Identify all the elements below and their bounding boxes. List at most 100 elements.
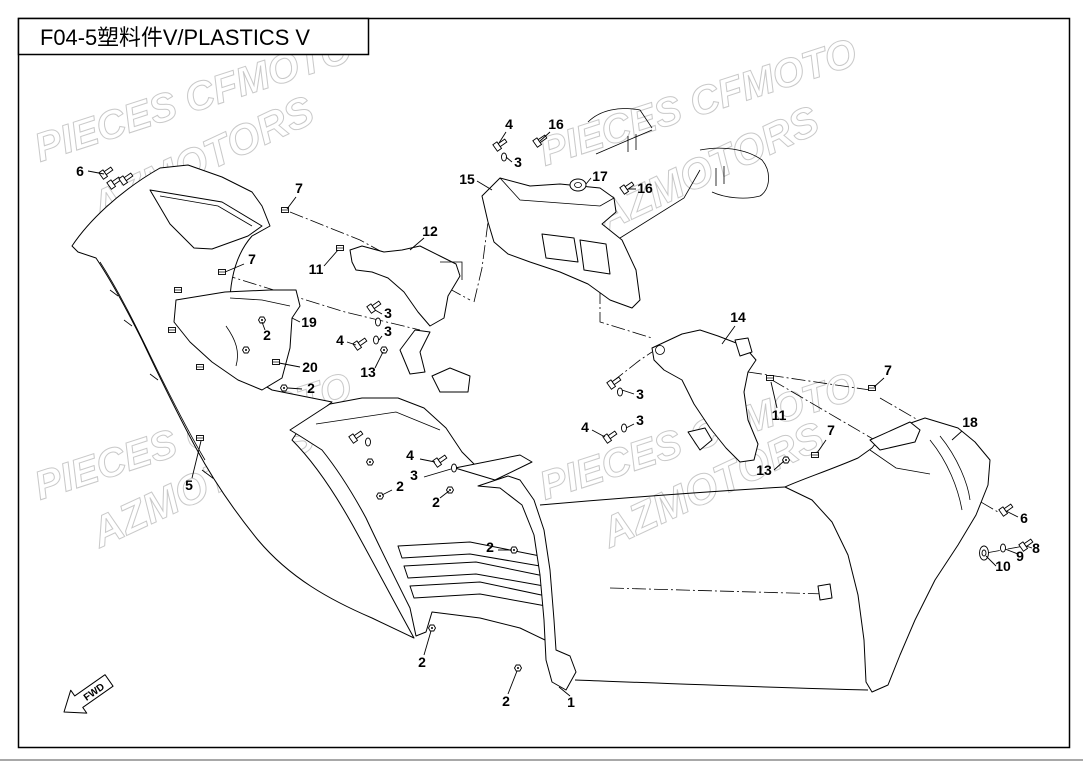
frame-boss bbox=[715, 166, 725, 186]
trim-mount-bracket bbox=[454, 454, 533, 481]
callout-label: 3 bbox=[514, 154, 522, 170]
leader-line bbox=[381, 489, 393, 496]
callout-label: 6 bbox=[76, 163, 84, 179]
fender-vent-edge bbox=[929, 439, 963, 511]
part-front-trim-strip bbox=[454, 454, 577, 691]
callout-label: 7 bbox=[295, 180, 303, 196]
front-trim-strip bbox=[477, 475, 577, 691]
leader-layer bbox=[87, 131, 1033, 697]
callout-label: 2 bbox=[307, 380, 315, 396]
bolt-icon bbox=[118, 172, 134, 186]
part-bracket-12 bbox=[349, 245, 471, 393]
callout-label: 7 bbox=[827, 422, 835, 438]
page-title: F04-5塑料件V/PLASTICS V bbox=[40, 25, 310, 50]
washer-icon bbox=[451, 463, 457, 473]
clip-icon bbox=[766, 375, 774, 381]
callout-label: 2 bbox=[263, 327, 271, 343]
assembly-line bbox=[611, 351, 653, 383]
frame-tube bbox=[587, 108, 653, 129]
callout-label: 3 bbox=[384, 323, 392, 339]
arrow-icon bbox=[63, 674, 114, 714]
clip-icon bbox=[174, 287, 182, 293]
bracket-stay bbox=[399, 329, 431, 375]
washer-icon bbox=[1000, 543, 1006, 553]
callout-label: 9 bbox=[1016, 548, 1024, 564]
bolt-icon bbox=[98, 166, 114, 180]
callout-label: 10 bbox=[995, 558, 1011, 574]
leader-line bbox=[721, 325, 736, 345]
leader-line bbox=[378, 335, 383, 341]
callout-label: 5 bbox=[185, 477, 193, 493]
nut-icon bbox=[365, 458, 375, 466]
left-panel-vent bbox=[149, 189, 263, 250]
callout-label: 2 bbox=[502, 693, 510, 709]
callout-label: 8 bbox=[1032, 540, 1040, 556]
callout-label: 4 bbox=[406, 447, 414, 463]
frame-tube bbox=[699, 147, 769, 199]
nut-icon bbox=[427, 624, 437, 632]
fender-vent-edge bbox=[939, 435, 971, 501]
leader-line bbox=[498, 131, 507, 144]
frame-tube bbox=[595, 129, 653, 155]
callout-label: 3 bbox=[636, 412, 644, 428]
bracket-tab bbox=[440, 261, 463, 280]
callout-label: 6 bbox=[1020, 510, 1028, 526]
part-front-lower-panel bbox=[289, 397, 554, 651]
bolt-icon bbox=[606, 376, 622, 390]
fender-crease bbox=[869, 449, 931, 475]
nut-icon bbox=[257, 316, 267, 324]
clip-icon bbox=[272, 359, 280, 365]
callout-label: 11 bbox=[309, 261, 324, 277]
bolt-icon bbox=[619, 181, 635, 195]
assembly-line bbox=[609, 587, 827, 595]
callout-label: 2 bbox=[432, 494, 440, 510]
leader-line bbox=[291, 317, 301, 323]
frame-boss bbox=[627, 134, 637, 152]
callout-label: 4 bbox=[336, 332, 344, 348]
clip-icon bbox=[336, 245, 344, 251]
part-left-side-panel bbox=[71, 164, 415, 639]
bolt-icon bbox=[348, 430, 364, 444]
bracket-window bbox=[541, 233, 579, 263]
panel-crease bbox=[99, 261, 206, 461]
leader-line bbox=[87, 170, 105, 175]
part-bracket-19 bbox=[173, 289, 301, 391]
leader-line bbox=[439, 490, 450, 499]
bolt-icon bbox=[998, 503, 1014, 517]
bracket-hole bbox=[655, 345, 665, 355]
clip-icon bbox=[868, 385, 876, 391]
callout-label: 15 bbox=[459, 171, 475, 187]
bolt-icon bbox=[492, 138, 508, 152]
assembly-line bbox=[599, 290, 653, 339]
grommet-hole bbox=[574, 182, 582, 188]
leader-line bbox=[419, 458, 436, 463]
inner-bracket bbox=[173, 289, 301, 391]
fastener-layer bbox=[98, 134, 1034, 672]
nut-icon bbox=[379, 346, 389, 354]
leader-line bbox=[476, 180, 493, 191]
leader-line bbox=[374, 351, 384, 369]
title-box bbox=[17, 17, 370, 56]
nut-icon bbox=[513, 664, 523, 672]
fender-clip bbox=[817, 583, 833, 601]
washer-icon bbox=[621, 423, 627, 433]
clip-icon bbox=[218, 269, 226, 275]
callout-label: 4 bbox=[505, 116, 513, 132]
leader-line bbox=[278, 362, 301, 368]
leader-line bbox=[1004, 548, 1019, 555]
leader-line bbox=[873, 377, 885, 388]
bolt-icon bbox=[602, 430, 618, 444]
clip-icon bbox=[281, 207, 289, 213]
leader-line bbox=[224, 263, 245, 273]
washer-icon bbox=[365, 437, 371, 447]
callout-label: 1 bbox=[567, 694, 575, 710]
callout-label: 20 bbox=[302, 359, 318, 375]
callout-label: 16 bbox=[548, 116, 564, 132]
panel-edge bbox=[315, 411, 441, 431]
callout-label: 13 bbox=[360, 364, 376, 380]
bigwasher-icon bbox=[979, 545, 989, 561]
leader-line bbox=[585, 177, 592, 185]
bolt-icon bbox=[352, 337, 368, 351]
callout-label: 13 bbox=[756, 462, 772, 478]
